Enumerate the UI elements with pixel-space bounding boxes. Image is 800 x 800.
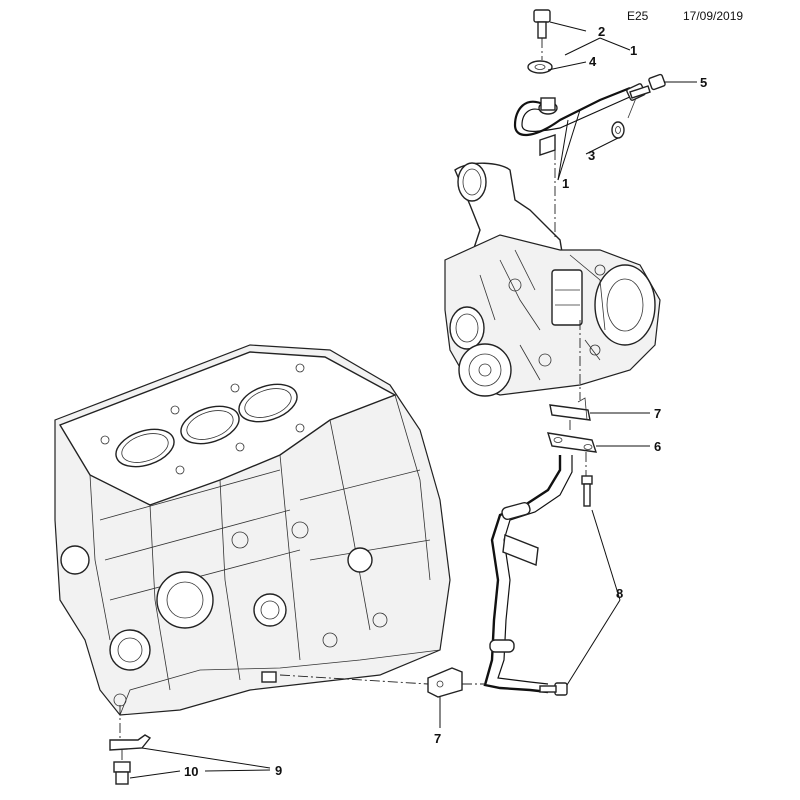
callout-9: 9	[275, 763, 282, 778]
oil-feed-pipe	[513, 83, 646, 156]
callout-5: 5	[700, 75, 707, 90]
washer-4	[527, 60, 553, 74]
callout-7-bottom: 7	[434, 731, 441, 746]
fitting-10	[113, 761, 131, 785]
callout-1-bottom: 1	[562, 176, 569, 191]
flange-6	[547, 432, 598, 453]
bolt-2	[533, 9, 551, 39]
gasket-7-bottom	[427, 667, 463, 698]
diagram-code: E25	[627, 9, 649, 23]
callout-4: 4	[589, 54, 597, 69]
assembly-lines	[119, 38, 587, 762]
callout-10: 10	[184, 764, 198, 779]
callout-6: 6	[654, 439, 661, 454]
diagram-date: 17/09/2019	[683, 9, 744, 23]
bolt-5	[629, 73, 666, 99]
callout-8: 8	[616, 586, 623, 601]
callout-3: 3	[588, 148, 595, 163]
gasket-7-top	[549, 397, 591, 421]
turbocharger	[444, 162, 661, 397]
bolt-8-lower	[539, 682, 568, 696]
washer-3	[611, 121, 625, 139]
leader-lines	[129, 21, 697, 779]
bolt-8-upper	[581, 475, 593, 507]
engine-block	[54, 344, 451, 716]
bracket-9	[109, 734, 152, 751]
callout-1-top: 1	[630, 43, 637, 58]
callout-2: 2	[598, 24, 605, 39]
callout-7-top: 7	[654, 406, 661, 421]
oil-return-pipe	[483, 455, 573, 694]
